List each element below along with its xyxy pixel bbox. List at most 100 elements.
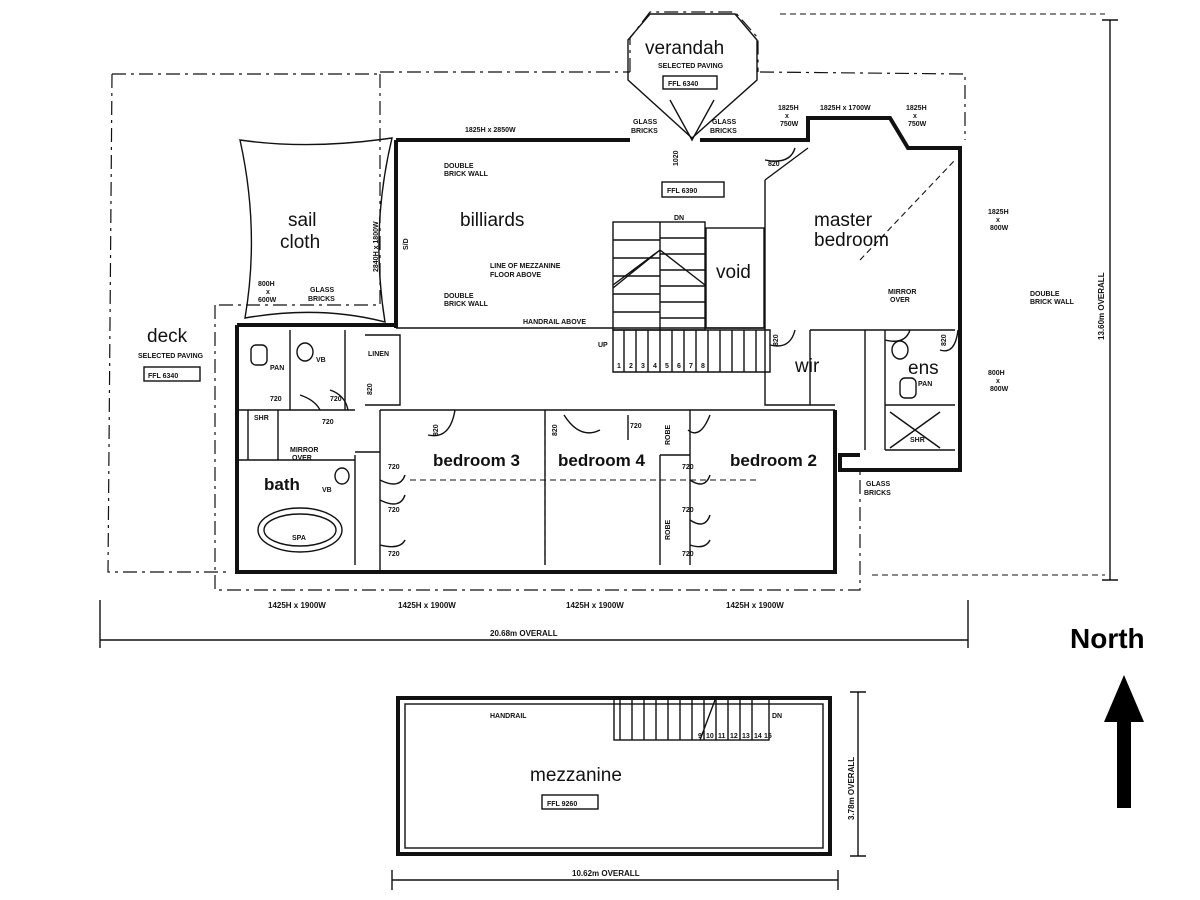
svg-text:BRICKS: BRICKS — [710, 128, 737, 135]
svg-text:FFL 6390: FFL 6390 — [667, 188, 697, 195]
svg-text:720: 720 — [330, 396, 342, 403]
svg-text:DN: DN — [674, 215, 684, 222]
svg-text:1425H x 1900W: 1425H x 1900W — [566, 601, 624, 610]
svg-text:OVER: OVER — [292, 455, 312, 462]
svg-text:720: 720 — [270, 396, 282, 403]
svg-text:1825H x 2850W: 1825H x 2850W — [465, 127, 516, 134]
svg-text:600W: 600W — [258, 297, 277, 304]
svg-text:12: 12 — [730, 733, 738, 740]
svg-text:10: 10 — [706, 733, 714, 740]
svg-text:VB: VB — [316, 357, 326, 364]
svg-text:HANDRAIL ABOVE: HANDRAIL ABOVE — [523, 319, 586, 326]
label-verandah: verandah — [645, 38, 724, 59]
label-wir: wir — [794, 356, 820, 377]
svg-text:GLASS: GLASS — [712, 119, 736, 126]
svg-text:8: 8 — [701, 363, 705, 370]
svg-text:720: 720 — [682, 507, 694, 514]
master-diagonal — [859, 159, 956, 261]
svg-text:720: 720 — [682, 464, 694, 471]
svg-text:UP: UP — [598, 342, 608, 349]
svg-text:820: 820 — [367, 383, 374, 395]
svg-text:720: 720 — [388, 551, 400, 558]
shower-cross — [889, 411, 941, 449]
svg-text:FFL 6340: FFL 6340 — [668, 81, 698, 88]
svg-text:1825H x 1700W: 1825H x 1700W — [820, 105, 871, 112]
main-stair-numbers: 1 2 3 4 5 6 7 8 — [617, 363, 705, 370]
upper-walls — [394, 116, 962, 472]
svg-text:720: 720 — [630, 423, 642, 430]
svg-text:1825H: 1825H — [778, 105, 799, 112]
verandah-shape — [627, 13, 758, 139]
svg-text:DOUBLE: DOUBLE — [1030, 291, 1060, 298]
spa-tub — [257, 507, 343, 553]
north-label: North — [1070, 623, 1145, 654]
svg-text:ROBE: ROBE — [665, 424, 672, 445]
svg-text:x: x — [996, 378, 1000, 385]
svg-text:750W: 750W — [908, 121, 927, 128]
interior-walls — [237, 147, 955, 572]
svg-text:1020: 1020 — [673, 150, 680, 166]
svg-text:x: x — [266, 289, 270, 296]
svg-text:820: 820 — [941, 334, 948, 346]
svg-text:15: 15 — [764, 733, 772, 740]
label-ens: ens — [908, 358, 939, 379]
svg-text:ROBE: ROBE — [665, 519, 672, 540]
svg-text:2: 2 — [629, 363, 633, 370]
label-sail: sail — [288, 210, 317, 231]
main-stair-treads — [613, 237, 757, 372]
dimension-lines — [99, 19, 1118, 890]
svg-text:FFL 9260: FFL 9260 — [547, 801, 577, 808]
svg-text:SELECTED PAVING: SELECTED PAVING — [658, 63, 724, 70]
door-swings — [299, 147, 959, 548]
svg-text:SELECTED PAVING: SELECTED PAVING — [138, 353, 204, 360]
svg-text:800H: 800H — [988, 370, 1005, 377]
svg-text:SHR: SHR — [910, 437, 925, 444]
svg-text:FLOOR ABOVE: FLOOR ABOVE — [490, 272, 541, 279]
overall-width: 20.68m OVERALL — [490, 629, 558, 638]
svg-text:BRICK WALL: BRICK WALL — [444, 171, 489, 178]
svg-text:GLASS: GLASS — [633, 119, 657, 126]
svg-text:800H: 800H — [258, 281, 275, 288]
svg-text:820: 820 — [768, 161, 780, 168]
svg-text:720: 720 — [322, 419, 334, 426]
svg-text:BRICKS: BRICKS — [864, 490, 891, 497]
verandah-outline — [629, 11, 759, 72]
svg-text:LINEN: LINEN — [368, 351, 389, 358]
mezz-width: 10.62m OVERALL — [572, 869, 640, 878]
svg-text:SHR: SHR — [254, 415, 269, 422]
mezz-depth: 3.78m OVERALL — [847, 757, 856, 820]
overall-depth: 13.60m OVERALL — [1097, 272, 1106, 340]
svg-text:BRICKS: BRICKS — [631, 128, 658, 135]
label-cloth: cloth — [280, 232, 320, 253]
svg-text:14: 14 — [754, 733, 762, 740]
svg-text:1425H x 1900W: 1425H x 1900W — [268, 601, 326, 610]
svg-text:720: 720 — [682, 551, 694, 558]
svg-text:S/D: S/D — [403, 238, 410, 250]
label-mezzanine: mezzanine — [530, 765, 622, 786]
mezz-stair-numbers: 9 10 11 12 13 14 15 — [698, 733, 772, 740]
svg-text:4: 4 — [653, 363, 657, 370]
svg-text:SPA: SPA — [292, 535, 306, 542]
svg-text:x: x — [996, 217, 1000, 224]
svg-text:VB: VB — [322, 487, 332, 494]
svg-text:11: 11 — [718, 733, 726, 740]
vanity-basin — [296, 342, 314, 362]
svg-text:BRICK WALL: BRICK WALL — [444, 301, 489, 308]
label-bedroom4: bedroom 4 — [558, 451, 645, 470]
svg-text:6: 6 — [677, 363, 681, 370]
svg-text:HANDRAIL: HANDRAIL — [490, 713, 527, 720]
roof-outline — [214, 74, 861, 591]
label-void: void — [716, 262, 751, 283]
svg-text:x: x — [785, 113, 789, 120]
svg-text:2840H x 1800W: 2840H x 1800W — [373, 221, 380, 272]
svg-text:800W: 800W — [990, 225, 1009, 232]
sail-cloth-shape — [239, 137, 393, 323]
label-deck: deck — [147, 326, 188, 347]
svg-text:7: 7 — [689, 363, 693, 370]
label-master: master — [814, 210, 873, 231]
svg-text:750W: 750W — [780, 121, 799, 128]
svg-text:720: 720 — [388, 507, 400, 514]
svg-text:820: 820 — [773, 334, 780, 346]
svg-text:BRICK WALL: BRICK WALL — [1030, 299, 1075, 306]
